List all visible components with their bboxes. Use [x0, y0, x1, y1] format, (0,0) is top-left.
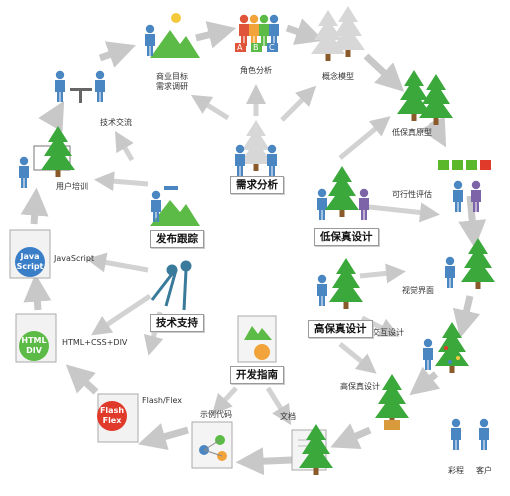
user-training-icon — [19, 126, 75, 188]
html-div-icon — [15, 313, 57, 363]
dev-guide-icon — [237, 315, 277, 363]
label-tech-exchange: 技术交流 — [100, 118, 132, 127]
low-fi-prototype-icon — [397, 70, 453, 125]
inner-arrows — [86, 84, 440, 426]
colleague-client-icon — [451, 418, 489, 450]
label-low-fi-prototype: 低保真原型 — [392, 128, 432, 137]
label-concept-model: 概念模型 — [322, 72, 354, 81]
outer-cycle-arrows — [20, 18, 487, 476]
publish-tracking-icon — [150, 186, 200, 226]
label-html-css: HTML+CSS+DIV — [62, 338, 128, 347]
interaction-design-icon — [423, 322, 469, 373]
js-badge-line2: Script — [16, 262, 44, 271]
html-badge-line1: HTML — [21, 336, 47, 345]
docs-icon — [291, 424, 333, 475]
label-javascript: JavaScript — [54, 254, 95, 263]
tech-exchange-icon — [55, 70, 105, 103]
flash-badge-line1: Flash — [99, 406, 125, 415]
high-fi-design-label: 高保真设计 — [308, 320, 373, 338]
high-fi-design-icon — [317, 258, 363, 309]
tech-support-label: 技术支持 — [150, 314, 204, 332]
label-feasibility: 可行性评估 — [392, 190, 432, 199]
label-flash: Flash/Flex — [142, 396, 182, 405]
javascript-icon — [9, 229, 51, 279]
tech-support-icon — [150, 260, 192, 311]
sample-code-icon — [191, 421, 233, 469]
low-fi-design-icon — [317, 166, 369, 220]
publish-tracking-label: 发布跟踪 — [150, 230, 204, 248]
visual-ui-icon — [445, 238, 495, 289]
role-badge-a: A — [237, 43, 243, 52]
feasibility-icon — [438, 160, 491, 212]
label-high-fi-design: 高保真设计 — [340, 382, 380, 391]
label-colleague: 彩程 — [448, 466, 464, 475]
label-interaction: 交互设计 — [372, 328, 404, 337]
label-sample-code: 示例代码 — [200, 410, 232, 419]
flash-icon — [97, 393, 139, 443]
requirements-analysis-icon — [235, 120, 277, 176]
html-badge-line2: DIV — [26, 346, 42, 355]
label-business-goal: 商业目标 — [156, 72, 188, 81]
dev-guide-label: 开发指南 — [230, 366, 284, 384]
business-goal-icon — [145, 13, 200, 58]
role-analysis-icon — [235, 14, 279, 52]
potted-tree-icon — [375, 374, 409, 430]
low-fi-design-label: 低保真设计 — [314, 228, 379, 246]
role-badge-b: B — [253, 43, 259, 52]
label-client: 客户 — [476, 466, 492, 475]
label-role-analysis: 角色分析 — [240, 66, 272, 75]
label-requirement-research: 需求调研 — [156, 82, 188, 91]
label-user-training: 用户培训 — [56, 182, 88, 191]
label-visual-ui: 视觉界面 — [402, 286, 434, 295]
concept-model-icon — [311, 6, 365, 61]
label-docs: 文档 — [280, 412, 296, 421]
flash-badge-line2: Flex — [102, 416, 122, 425]
center-label: 需求分析 — [230, 176, 284, 194]
role-badge-c: C — [269, 43, 275, 52]
js-badge-line1: Java — [20, 252, 40, 261]
